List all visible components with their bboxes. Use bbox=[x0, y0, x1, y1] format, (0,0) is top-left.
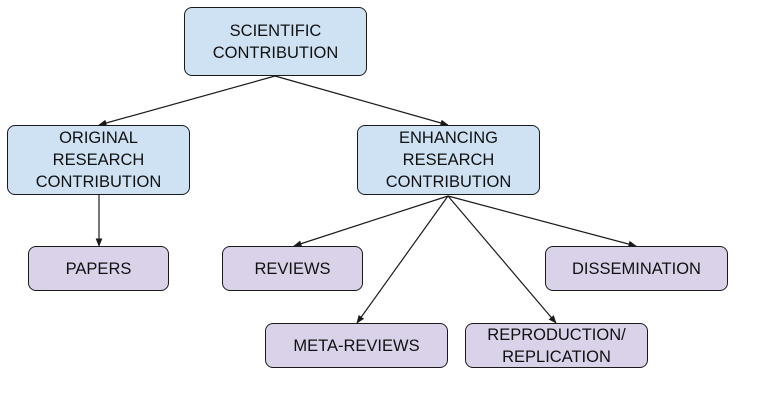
node-label: DISSEMINATION bbox=[572, 259, 701, 278]
node-reproduction-replication[interactable]: REPRODUCTION/ REPLICATION bbox=[465, 323, 648, 368]
edge-scientific-to-enhancing bbox=[274, 75, 449, 127]
node-label: META-REVIEWS bbox=[293, 336, 420, 355]
node-label: SCIENTIFIC CONTRIBUTION bbox=[212, 21, 339, 62]
edge-enhancing-to-dissemination bbox=[447, 195, 637, 248]
node-label: ORIGINAL RESEARCH CONTRIBUTION bbox=[35, 129, 162, 191]
edge-enhancing-to-reviews bbox=[293, 195, 449, 247]
node-label: REPRODUCTION/ REPLICATION bbox=[487, 325, 626, 366]
node-reviews[interactable]: REVIEWS bbox=[222, 246, 363, 291]
node-dissemination[interactable]: DISSEMINATION bbox=[545, 246, 728, 291]
node-label: PAPERS bbox=[65, 259, 132, 278]
edge-scientific-to-original bbox=[98, 75, 276, 127]
node-scientific-contribution[interactable]: SCIENTIFIC CONTRIBUTION bbox=[184, 7, 367, 76]
edge-enhancing-to-reproduction bbox=[447, 195, 557, 324]
node-enhancing-research-contribution[interactable]: ENHANCING RESEARCH CONTRIBUTION bbox=[357, 125, 540, 195]
node-meta-reviews[interactable]: META-REVIEWS bbox=[265, 323, 448, 368]
node-original-research-contribution[interactable]: ORIGINAL RESEARCH CONTRIBUTION bbox=[7, 125, 190, 195]
node-label: ENHANCING RESEARCH CONTRIBUTION bbox=[385, 129, 512, 191]
node-papers[interactable]: PAPERS bbox=[28, 246, 169, 291]
edge-enhancing-to-meta-reviews bbox=[356, 195, 449, 324]
node-label: REVIEWS bbox=[254, 259, 331, 278]
